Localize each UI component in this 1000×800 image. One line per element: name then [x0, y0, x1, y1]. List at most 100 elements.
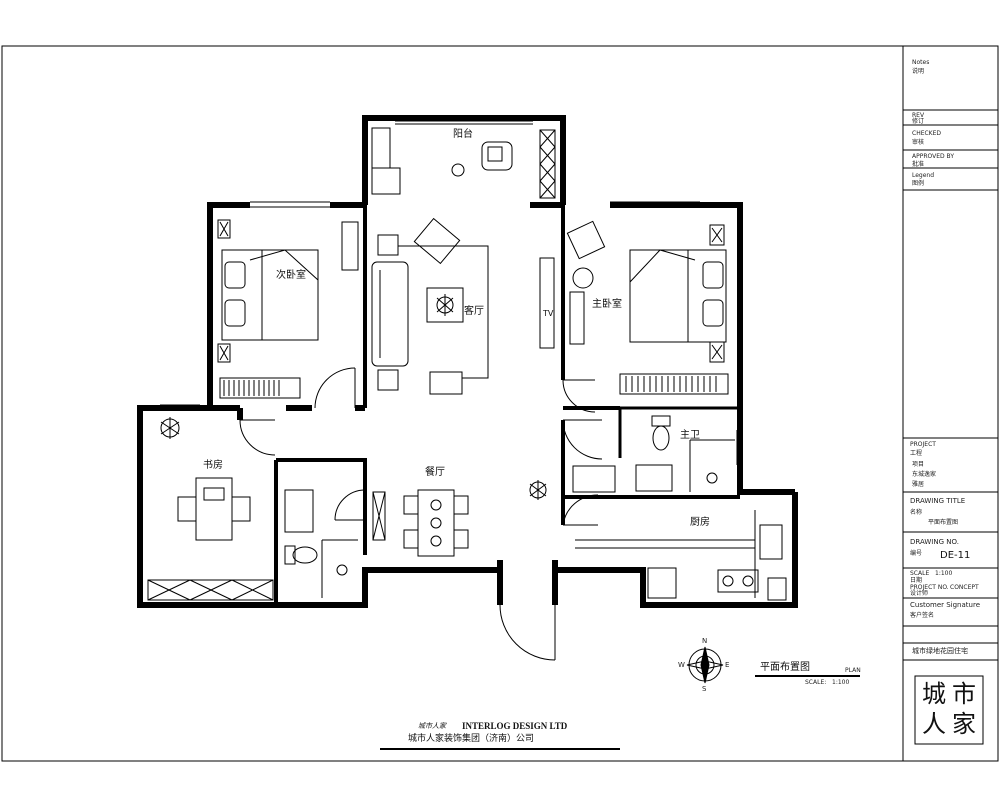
plan-scale-label: SCALE: — [805, 679, 827, 686]
windows — [160, 120, 743, 465]
plan-scale-value: 1:100 — [832, 679, 850, 686]
wall-master-outer — [610, 202, 795, 495]
master-bath-cabinet — [572, 465, 616, 493]
plant-hall — [529, 480, 547, 500]
tb-rev-label: REV — [912, 112, 925, 119]
study-bookcase — [147, 579, 274, 601]
tb-notes-label: Notes — [912, 59, 930, 66]
wall-study-outer — [137, 405, 280, 608]
bedroom2-nightstand-top — [217, 219, 231, 239]
bath2-shower — [321, 539, 358, 598]
compass-rose — [686, 646, 724, 684]
lamp-marks — [219, 221, 723, 361]
tb-scale-value: 1:100 — [935, 570, 953, 577]
doors — [239, 367, 603, 661]
master-nightstand-top — [709, 224, 725, 246]
title-block-rules — [903, 109, 998, 661]
master-vanity — [635, 464, 673, 492]
living-end-table-top — [377, 234, 399, 256]
furniture — [147, 127, 787, 601]
tb-project-label: PROJECT — [910, 441, 936, 448]
tb-designer-label: 设计师 — [910, 590, 929, 597]
tb-approved-label: APPROVED BY — [912, 153, 955, 160]
tb-approved-cn: 批准 — [912, 161, 925, 168]
kitchen-sink — [759, 524, 783, 560]
bath2-vanity — [284, 489, 314, 533]
living-tv-cabinet — [539, 257, 555, 349]
tb-drawing-no-cn: 编号 — [910, 550, 923, 557]
tb-rev-cn: 修订 — [912, 118, 925, 125]
balcony-laundry-sink — [371, 127, 391, 169]
master-toilet — [651, 415, 671, 451]
tb-checked-cn: 审核 — [912, 139, 925, 146]
room-label-tv: TV — [543, 309, 554, 318]
kitchen-fridge — [647, 567, 677, 599]
master-armchair — [566, 220, 606, 260]
tb-date-label: 日期 — [910, 577, 923, 584]
plant-living — [436, 294, 454, 316]
balcony-washer — [371, 167, 401, 195]
master-round-table — [572, 267, 594, 289]
seal-char-4: 家 — [952, 710, 976, 738]
company-logo-text: 城市人家 — [418, 722, 446, 730]
tb-drawing-title-value: 平面布置图 — [928, 519, 959, 526]
bedroom2-wardrobe — [219, 377, 301, 399]
living-ottoman — [429, 371, 463, 395]
tb-scale-label: SCALE — [910, 570, 930, 577]
plants — [160, 294, 547, 500]
plant-study — [160, 417, 180, 439]
balcony-side-table — [451, 163, 465, 177]
room-label-master-bath: 主卫 — [680, 430, 700, 441]
compass-south: S — [702, 685, 707, 693]
tb-project-value-1: 项目 — [912, 461, 925, 468]
bedroom2-nightstand-bottom — [217, 343, 231, 363]
room-label-second-bedroom: 次卧室 — [276, 270, 306, 281]
plan-tag: PLAN — [845, 667, 861, 674]
bedroom2-bed — [221, 249, 319, 341]
sheet-border — [1, 45, 999, 762]
plan-title: 平面布置图 — [760, 662, 810, 673]
dining-side-cabinet — [372, 491, 386, 541]
dining-table — [403, 489, 469, 557]
bedroom2-desk — [341, 221, 359, 271]
compass-north: N — [702, 637, 708, 645]
tb-project-value-3: 雅居 — [912, 481, 925, 488]
tb-drawing-title-label: DRAWING TITLE — [910, 497, 966, 505]
tb-project-cn: 工程 — [910, 450, 923, 457]
tb-project-no-label: PROJECT NO. — [910, 584, 949, 591]
compass-west: W — [678, 661, 685, 669]
kitchen-corner-unit — [767, 577, 787, 601]
seal-char-1: 城 — [922, 680, 946, 708]
seal-char-2: 市 — [952, 680, 976, 708]
study-desk — [177, 477, 251, 541]
tb-city-tagline: 城市绿地花园住宅 — [912, 647, 968, 655]
room-label-kitchen: 厨房 — [690, 517, 710, 528]
tb-customer-signature-label: Customer Signature — [910, 601, 980, 609]
company-name-cn: 城市人家装饰集团（济南）公司 — [408, 734, 535, 744]
master-shower — [689, 439, 735, 492]
kitchen-stove — [717, 569, 759, 593]
kitchen-counter — [575, 510, 756, 598]
living-end-table-bottom — [377, 369, 399, 391]
tb-drawing-no-label: DRAWING NO. — [910, 538, 959, 546]
living-armchair — [413, 217, 461, 265]
tb-drawing-no-value: DE-11 — [940, 550, 971, 561]
company-name-en: INTERLOG DESIGN LTD — [462, 721, 568, 731]
wall-balcony — [362, 115, 566, 205]
balcony-lounge-chair — [481, 141, 513, 171]
room-label-study: 书房 — [203, 460, 223, 471]
wall-bath-left-top — [276, 458, 367, 555]
tb-notes-cn: 说明 — [912, 68, 925, 75]
wall-bath-left-bottom — [280, 567, 480, 608]
company-seal-frame — [914, 675, 984, 745]
tb-project-no-value: CONCEPT — [950, 584, 979, 591]
balcony-storage-cabinet — [539, 129, 556, 199]
walls — [137, 115, 798, 608]
master-desk — [569, 291, 585, 345]
living-rug — [398, 245, 489, 379]
room-label-balcony: 阳台 — [453, 129, 473, 140]
tb-legend-label: Legend — [912, 172, 935, 179]
room-label-master-bedroom: 主卧室 — [592, 299, 622, 310]
tb-project-value-2: 东城逸家 — [912, 471, 937, 478]
